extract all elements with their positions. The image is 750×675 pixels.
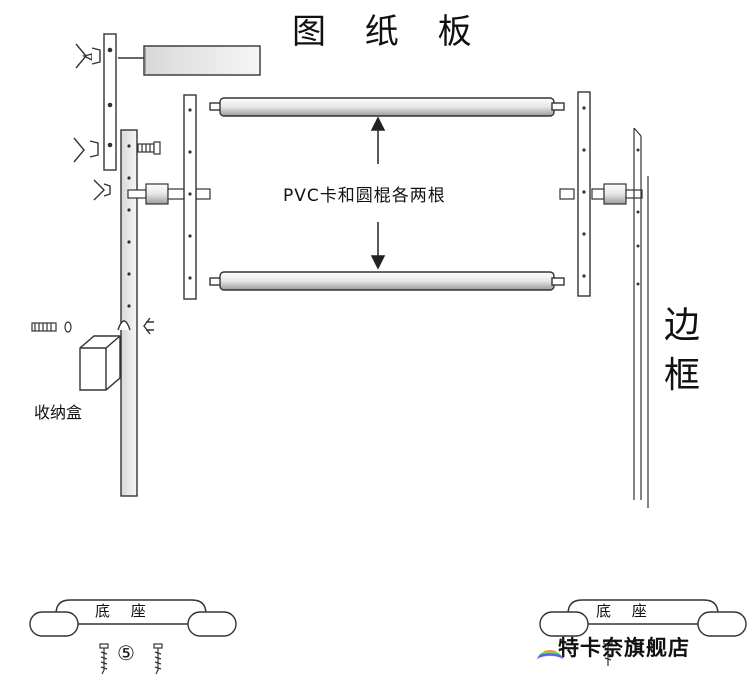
rod-top: [209, 97, 565, 117]
screw-icon: [603, 639, 613, 666]
storage-box-icon: [79, 335, 121, 391]
left-top-bar: [103, 33, 117, 171]
base-label-right: 底 座: [596, 602, 655, 620]
page-title: 图 纸 板: [292, 12, 486, 52]
screw-icon: [153, 643, 163, 675]
screw-icon: [99, 643, 109, 675]
bolt-icon: [127, 183, 211, 205]
side-label-1: 边: [664, 305, 701, 346]
right-bracket: [577, 91, 591, 297]
rod-label: PVC卡和圆棍各两根: [283, 186, 446, 206]
bolt-icon: [559, 183, 643, 205]
screw-icon: [31, 321, 72, 333]
bolt-cylinder: [118, 45, 261, 76]
rod-bottom: [209, 271, 565, 291]
wing-nut-icon: [73, 137, 99, 163]
wing-nut-icon: [75, 43, 101, 69]
arrow-up-icon: [370, 116, 386, 164]
arrow-down-icon: [370, 222, 386, 270]
rainbow-logo: [536, 650, 564, 664]
left-long-post: [117, 129, 138, 497]
side-label-2: 框: [664, 355, 701, 396]
base-label-left: 底 座: [95, 602, 154, 620]
right-frame: [633, 127, 649, 508]
brand-watermark: 特卡奈旗舰店: [558, 636, 690, 660]
step-number: ⑤: [117, 641, 135, 665]
storage-box-label: 收纳盒: [34, 403, 83, 422]
wing-nut-icon: [143, 317, 154, 335]
left-bracket: [183, 94, 197, 300]
wing-nut-icon: [93, 179, 111, 201]
base-right: [539, 599, 747, 637]
base-left: [29, 599, 237, 637]
